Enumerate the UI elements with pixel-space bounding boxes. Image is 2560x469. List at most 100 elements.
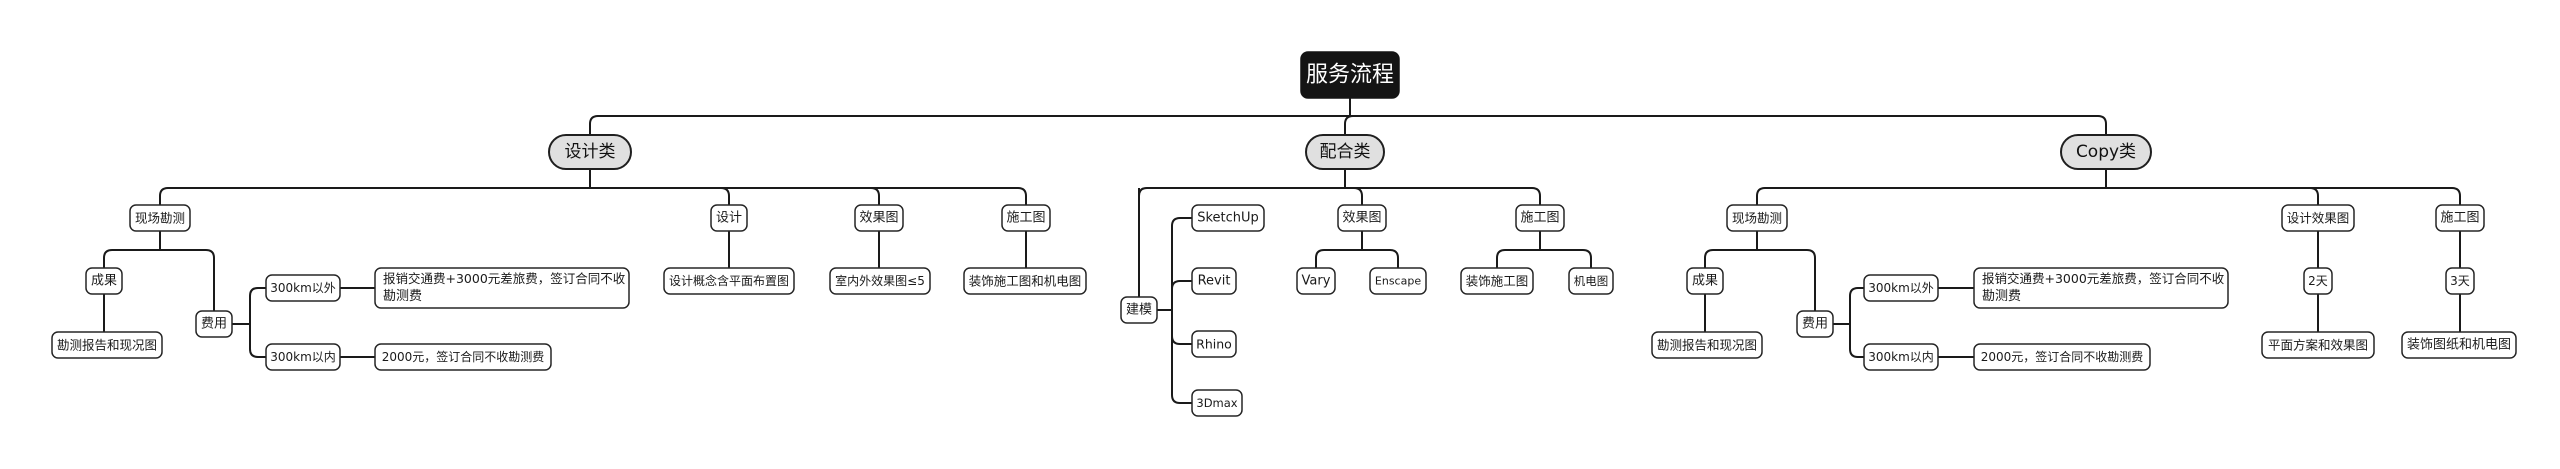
topic-node-d-within300[interactable]: 300km以内 [265,343,341,371]
topic-node-m-render[interactable]: 效果图 [1337,204,1387,232]
node-label: 费用 [1802,317,1828,332]
node-label: 效果图 [859,211,898,226]
node-box [265,274,341,302]
topic-node-c-render[interactable]: 设计效果图 [2281,204,2355,232]
node-box [1001,204,1051,232]
connector-line [1171,280,1192,310]
connector-line [590,187,1027,205]
topic-node-m-vary[interactable]: Vary [1296,267,1336,295]
node-label: 施工图 [1520,211,1559,226]
topic-node-c-render-detail[interactable]: 平面方案和效果图 [2261,331,2375,359]
topic-node-d-design-detail[interactable]: 设计概念含平面布置图 [663,267,795,295]
node-label: 平面方案和效果图 [2268,338,2368,353]
node-label: 效果图 [1342,211,1381,226]
node-label: 配合类 [1320,142,1371,162]
connector-line [590,187,730,205]
topic-node-m-decor[interactable]: 装饰施工图 [1460,267,1534,295]
topic-node-c-survey[interactable]: 现场勘测 [1726,204,1788,232]
connector-line [1757,249,1816,311]
topic-node-d-survey[interactable]: 现场勘测 [129,204,191,232]
topic-node-c-result[interactable]: 成果 [1686,267,1724,295]
topic-node-m-sketchup[interactable]: SketchUp [1191,204,1265,232]
node-label: 300km以内 [270,350,336,364]
connector-line [1344,115,1354,135]
connector-line [1345,187,1541,205]
topic-node-d-render[interactable]: 效果图 [854,204,904,232]
topic-node-d-within300-detail[interactable]: 2000元，签订合同不收勘测费 [374,343,552,371]
node-box [663,267,795,295]
node-label: 设计 [716,211,742,226]
node-label: 室内外效果图≤5 [835,273,925,288]
node-label: 勘测报告和现况图 [57,338,157,353]
node-box [2401,331,2517,359]
node-box [1863,343,1939,371]
topic-node-c-within300-detail[interactable]: 2000元，签订合同不收勘测费 [1973,343,2151,371]
topic-node-d-render-detail[interactable]: 室内外效果图≤5 [829,267,931,295]
topic-node-m-revit[interactable]: Revit [1191,267,1237,295]
node-label: 施工图 [1006,211,1045,226]
topic-node-m-mep[interactable]: 机电图 [1568,267,1614,295]
node-box [195,310,233,338]
connector-line [2106,187,2319,205]
topic-node-c-over300-detail[interactable]: 报销交通费+3000元差旅费，签订合同不收勘测费 [1973,267,2229,309]
node-label: 2天 [2308,274,2328,288]
node-label-line: 勘测费 [383,289,422,304]
node-box [85,267,123,295]
node-label: 费用 [201,317,227,332]
topic-node-d-over300[interactable]: 300km以外 [265,274,341,302]
category-node-design[interactable]: 设计类 [548,134,632,170]
root-node[interactable]: 服务流程 [1300,51,1400,99]
topic-node-c-over300[interactable]: 300km以外 [1863,274,1939,302]
node-box [1120,296,1158,324]
connector-line [1171,217,1192,310]
topic-node-m-modeling[interactable]: 建模 [1120,296,1158,324]
node-label: 建模 [1126,303,1152,318]
node-box [1191,204,1265,232]
node-box [1515,204,1565,232]
topic-node-d-over300-detail[interactable]: 报销交通费+3000元差旅费，签订合同不收勘测费 [374,267,630,309]
topic-node-c-construction[interactable]: 施工图 [2435,204,2485,232]
topic-node-d-design[interactable]: 设计 [710,204,748,232]
node-box [1296,267,1336,295]
node-label-line: 报销交通费+3000元差旅费，签订合同不收 [1982,271,2225,286]
node-label: 设计效果图 [2287,211,2350,226]
connector-line [1849,287,1864,324]
topic-node-d-fee[interactable]: 费用 [195,310,233,338]
node-box [2281,204,2355,232]
connector-line [103,249,160,268]
topic-node-m-3dmax[interactable]: 3Dmax [1191,389,1243,417]
topic-node-d-result-detail[interactable]: 勘测报告和现况图 [51,331,163,359]
node-label: SketchUp [1197,211,1259,226]
topic-node-c-render-time[interactable]: 2天 [2303,267,2333,295]
topic-node-c-construction-time[interactable]: 3天 [2445,267,2475,295]
node-box [1305,134,1385,170]
topic-node-m-enscape[interactable]: Enscape [1369,267,1427,295]
topic-node-c-fee[interactable]: 费用 [1796,310,1834,338]
topic-node-c-within300[interactable]: 300km以内 [1863,343,1939,371]
node-box [829,267,931,295]
node-box [2261,331,2375,359]
node-box [1300,51,1400,99]
node-label: 2000元，签订合同不收勘测费 [1981,349,2144,364]
node-label: Rhino [1196,337,1232,352]
node-box [51,331,163,359]
node-box [1369,267,1427,295]
topic-node-m-construction[interactable]: 施工图 [1515,204,1565,232]
node-box [1191,330,1237,358]
category-node-matching[interactable]: 配合类 [1305,134,1385,170]
topic-node-c-construction-detail[interactable]: 装饰图纸和机电图 [2401,331,2517,359]
node-box [1568,267,1614,295]
topic-node-c-result-detail[interactable]: 勘测报告和现况图 [1651,331,1763,359]
node-box [265,343,341,371]
topic-node-d-construction[interactable]: 施工图 [1001,204,1051,232]
topic-node-d-result[interactable]: 成果 [85,267,123,295]
node-label: Enscape [1375,275,1421,288]
node-label: 成果 [91,274,117,289]
connector-line [590,187,880,205]
category-node-copy[interactable]: Copy类 [2060,134,2152,170]
node-box [1191,389,1243,417]
topic-node-d-construction-detail[interactable]: 装饰施工图和机电图 [963,267,1087,295]
node-box [854,204,904,232]
topic-node-m-rhino[interactable]: Rhino [1191,330,1237,358]
